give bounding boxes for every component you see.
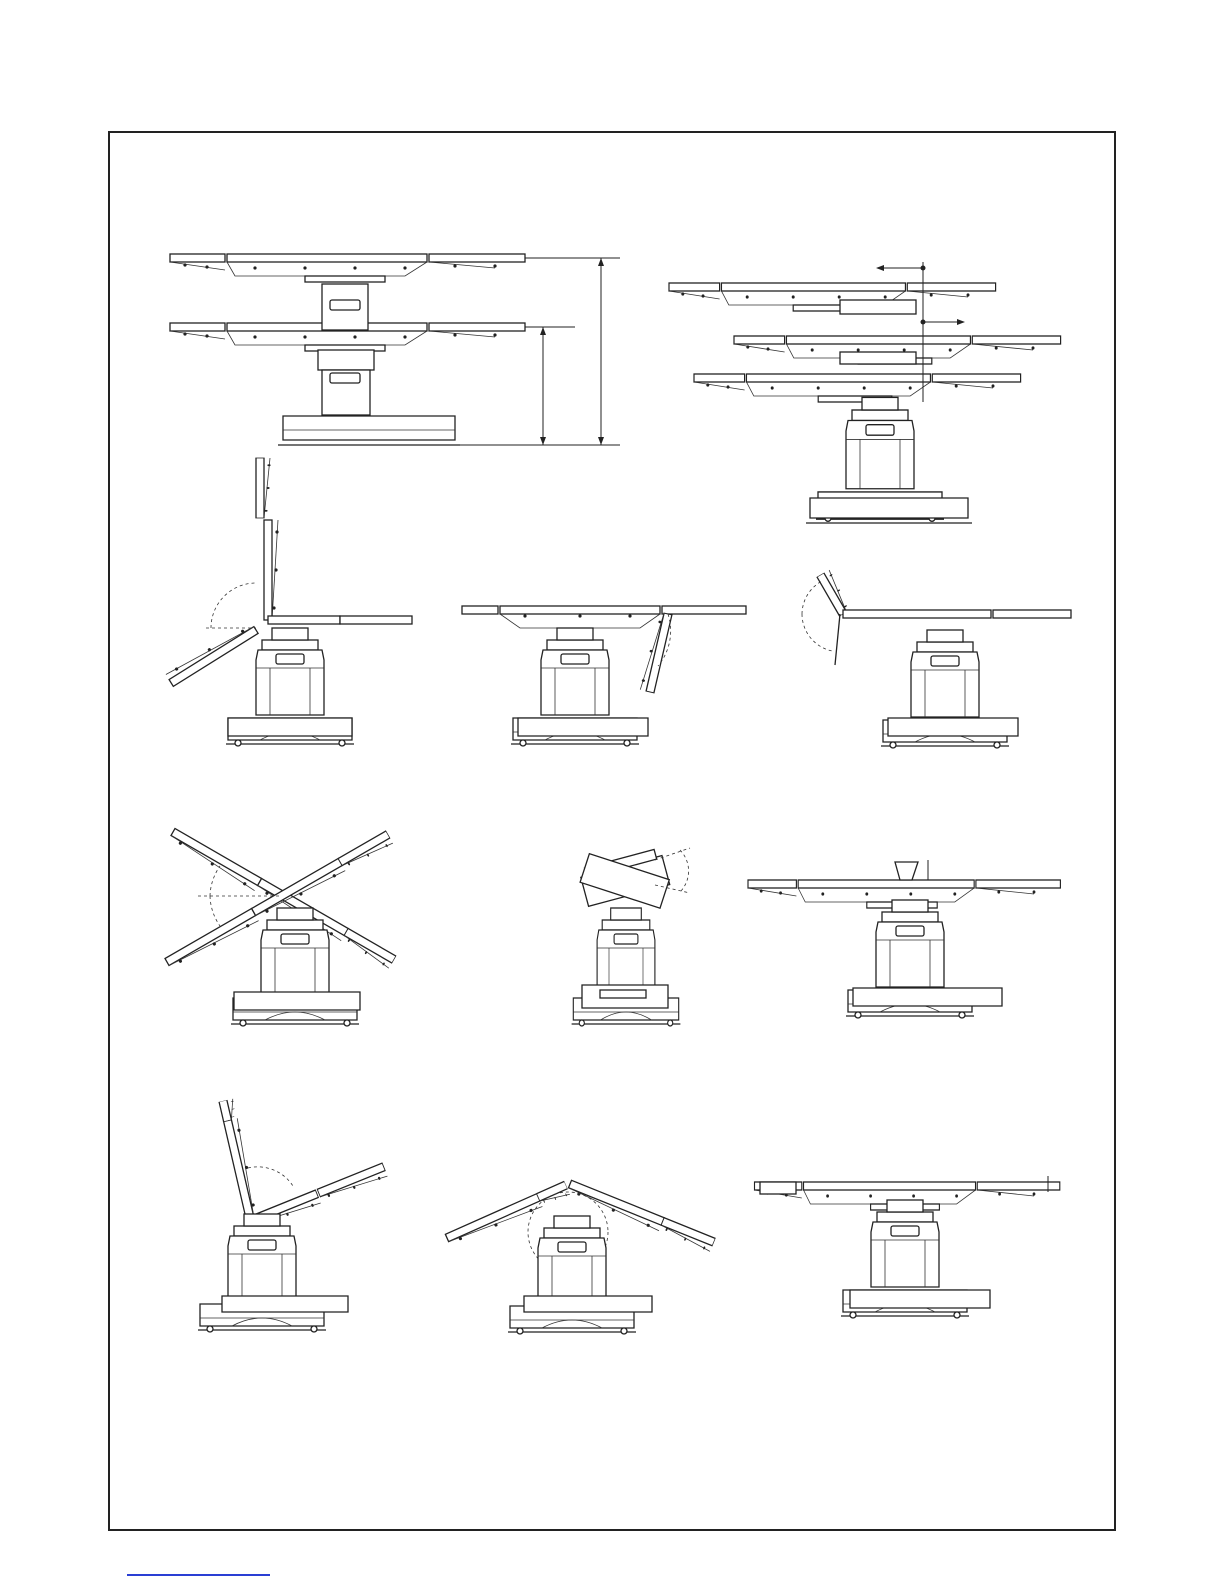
view-longitudinal-slide xyxy=(669,262,1061,523)
view-lateral-tilt xyxy=(572,848,690,1026)
footer-link-underline[interactable] xyxy=(127,1574,270,1576)
table-trendelenburg-icon xyxy=(165,829,396,1026)
view-trendelenburg xyxy=(165,829,396,1026)
table-back-up-icon xyxy=(166,458,412,746)
table-lateral-tilt-icon xyxy=(572,848,690,1026)
view-head-section-down xyxy=(802,570,1071,748)
table-leg-down-icon xyxy=(462,606,746,746)
table-beach-chair-icon xyxy=(198,1099,388,1332)
table-slide-icon xyxy=(669,262,1061,523)
table-head-down-icon xyxy=(802,570,1071,748)
view-tabletop-flat xyxy=(755,1176,1060,1318)
view-leg-section-down xyxy=(462,606,746,746)
table-flex-icon xyxy=(445,1180,715,1334)
table-flat-icon xyxy=(755,1176,1060,1318)
view-kidney-bridge xyxy=(748,860,1060,1018)
view-height-range xyxy=(170,254,620,445)
table-height-range-icon xyxy=(170,254,620,445)
view-flex xyxy=(445,1180,715,1334)
view-back-up-leg-down xyxy=(166,458,412,746)
table-kidney-bridge-icon xyxy=(748,860,1060,1018)
view-beach-chair xyxy=(198,1099,388,1332)
